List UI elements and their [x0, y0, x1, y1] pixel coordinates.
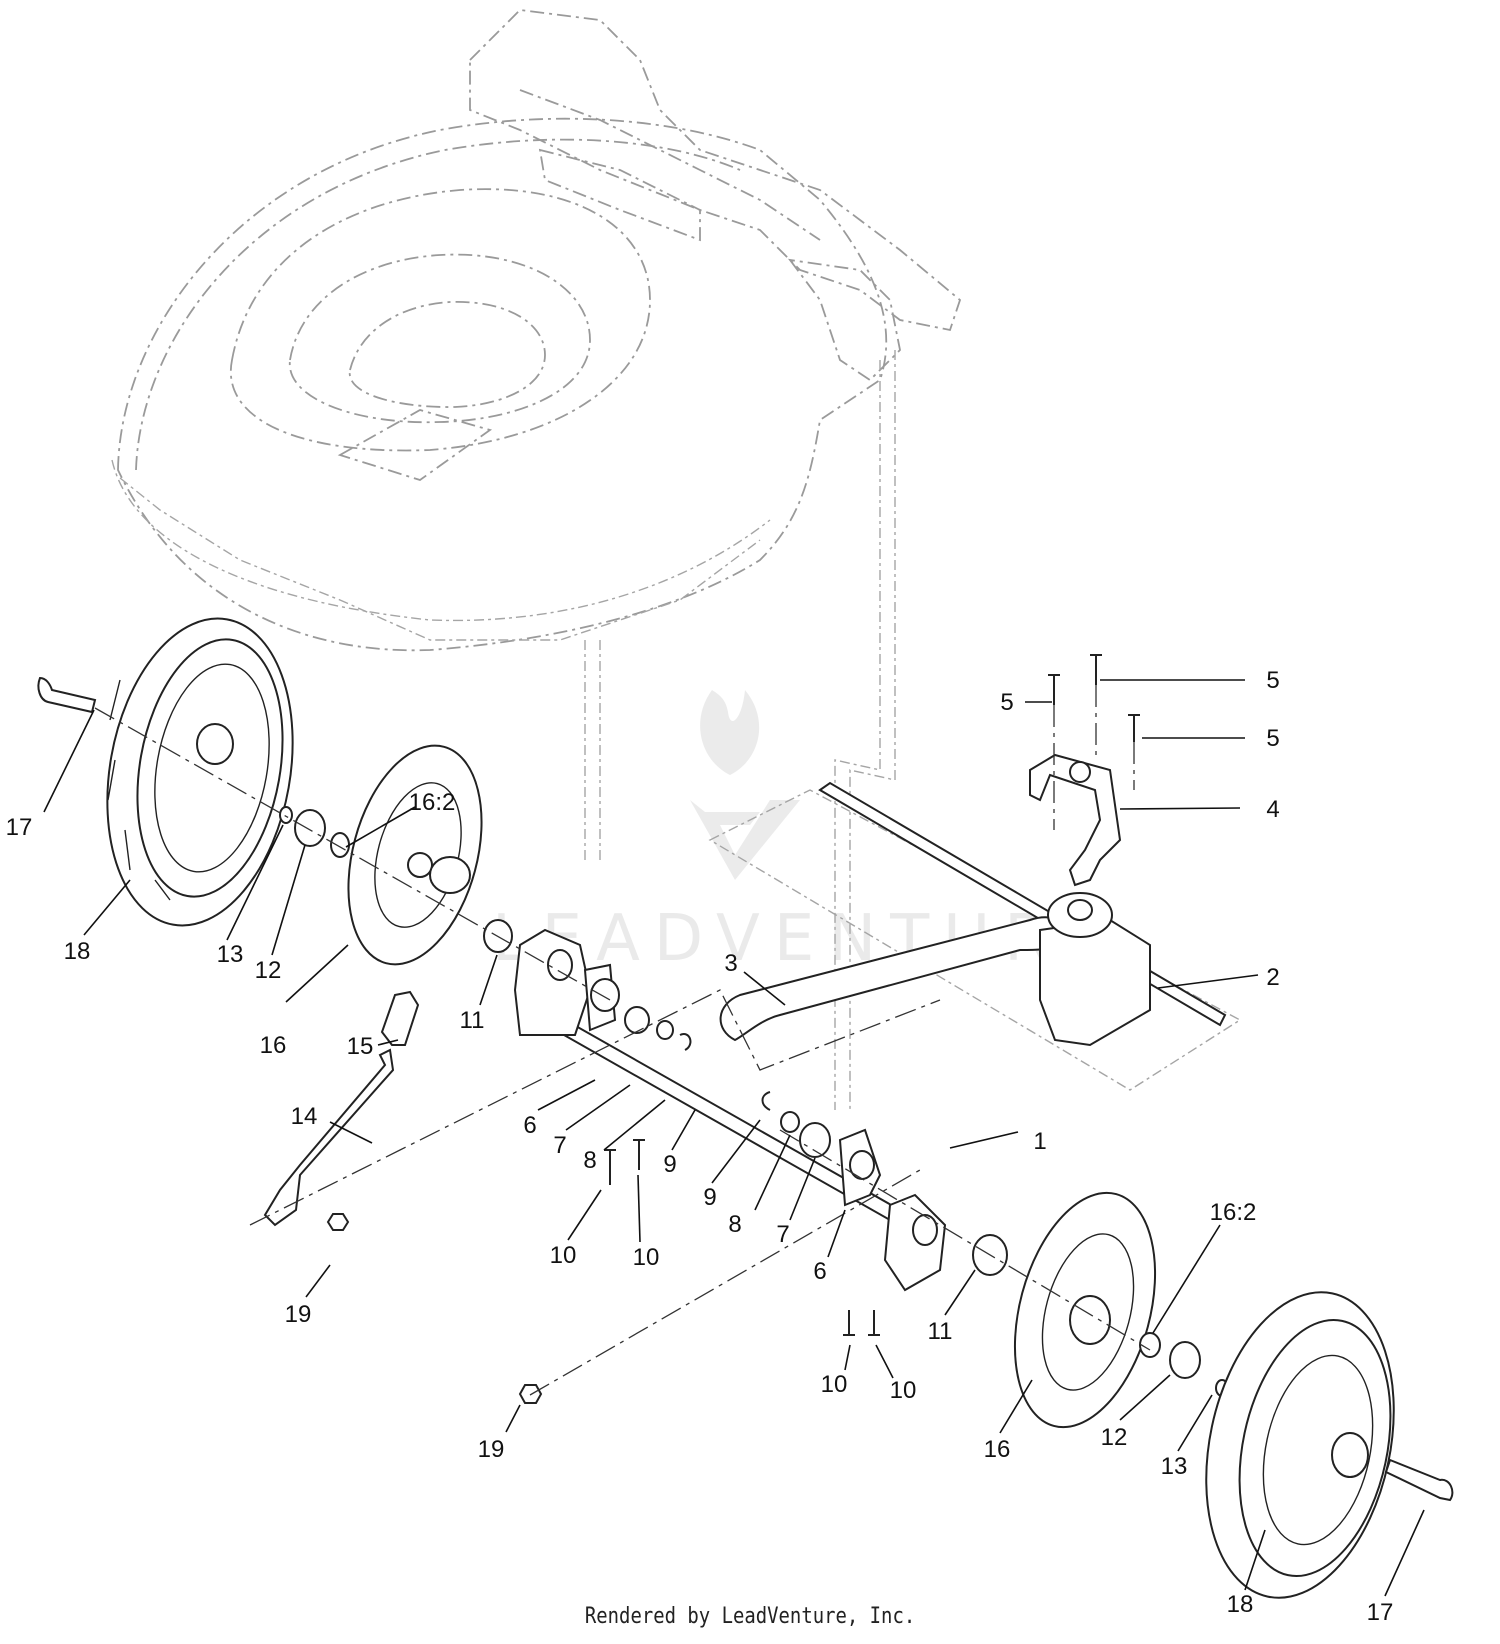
- right-washer-gear-stack: [1139, 1332, 1229, 1397]
- callout-label: 17: [6, 814, 33, 841]
- callout-label: 6: [523, 1112, 536, 1139]
- assembly-centerlines: [94, 685, 1151, 1396]
- callout-label: 1: [1033, 1128, 1046, 1155]
- right-height-bracket: [838, 1128, 947, 1292]
- callout-label: 16:2: [1210, 1199, 1257, 1226]
- left-washer-gear-stack: [279, 806, 350, 858]
- callout-label: 8: [583, 1147, 596, 1174]
- flame-logo-icon: [700, 690, 760, 775]
- right-bearing-stack: [761, 1091, 831, 1158]
- callout-label: 9: [703, 1184, 716, 1211]
- callout-label: 16: [260, 1032, 287, 1059]
- callout-label: 7: [776, 1221, 789, 1248]
- right-shoulder-bolt: [1384, 1458, 1454, 1502]
- callout-label: 5: [1266, 725, 1279, 752]
- transmission-bracket: [1029, 753, 1122, 887]
- callout-label: 16:2: [409, 789, 456, 816]
- callout-label: 17: [1367, 1599, 1394, 1626]
- callout-label: 11: [928, 1318, 953, 1345]
- callout-label: 14: [291, 1103, 318, 1130]
- callout-label: 16: [984, 1436, 1011, 1463]
- callout-label: 10: [550, 1242, 577, 1269]
- callout-label: 8: [728, 1211, 741, 1238]
- left-rear-wheel: [106, 617, 294, 927]
- callout-label: 4: [1266, 796, 1279, 823]
- v-logo-icon: [690, 800, 800, 880]
- callout-label: 2: [1266, 964, 1279, 991]
- callout-label: 18: [1227, 1591, 1254, 1618]
- callout-label: 7: [553, 1132, 566, 1159]
- callout-label: 5: [1000, 689, 1013, 716]
- right-rear-wheel: [1205, 1291, 1395, 1599]
- callout-label: 3: [724, 950, 737, 977]
- mounting-screws: [604, 1139, 880, 1336]
- callout-label: 18: [64, 938, 91, 965]
- right-hubcap: [1013, 1191, 1157, 1429]
- callout-label: 13: [217, 941, 244, 968]
- callout-label: 19: [285, 1301, 312, 1328]
- callout-label: 10: [890, 1377, 917, 1404]
- callout-label: 10: [821, 1371, 848, 1398]
- bracket-screws: [1048, 654, 1140, 742]
- callout-label: 9: [663, 1151, 676, 1178]
- render-credit-footer: Rendered by LeadVenture, Inc.: [0, 1604, 1500, 1629]
- left-bearing-stack: [624, 1006, 692, 1051]
- callout-label: 10: [633, 1244, 660, 1271]
- callout-label: 12: [255, 957, 282, 984]
- mower-deck-outline: [111, 9, 962, 1110]
- left-nut: [326, 1213, 350, 1231]
- left-shoulder-bolt: [37, 676, 97, 714]
- callout-leaders: [43, 679, 1425, 1597]
- callout-label: 15: [347, 1033, 374, 1060]
- render-credit-text: Rendered by LeadVenture, Inc.: [584, 1604, 916, 1629]
- callout-label: 12: [1101, 1424, 1128, 1451]
- callout-label: 5: [1266, 667, 1279, 694]
- left-hubcap: [347, 744, 483, 966]
- height-adjust-lever: [263, 990, 420, 1227]
- transmission: [1039, 892, 1151, 1047]
- callout-label: 11: [460, 1007, 485, 1034]
- callout-labels: 1 2 3 4 5 5 5 6 6 7 7 8 8 9 9 10 10 10 1…: [6, 667, 1394, 1626]
- callout-label: 13: [1161, 1453, 1188, 1480]
- callout-label: 6: [813, 1258, 826, 1285]
- callout-label: 19: [478, 1436, 505, 1463]
